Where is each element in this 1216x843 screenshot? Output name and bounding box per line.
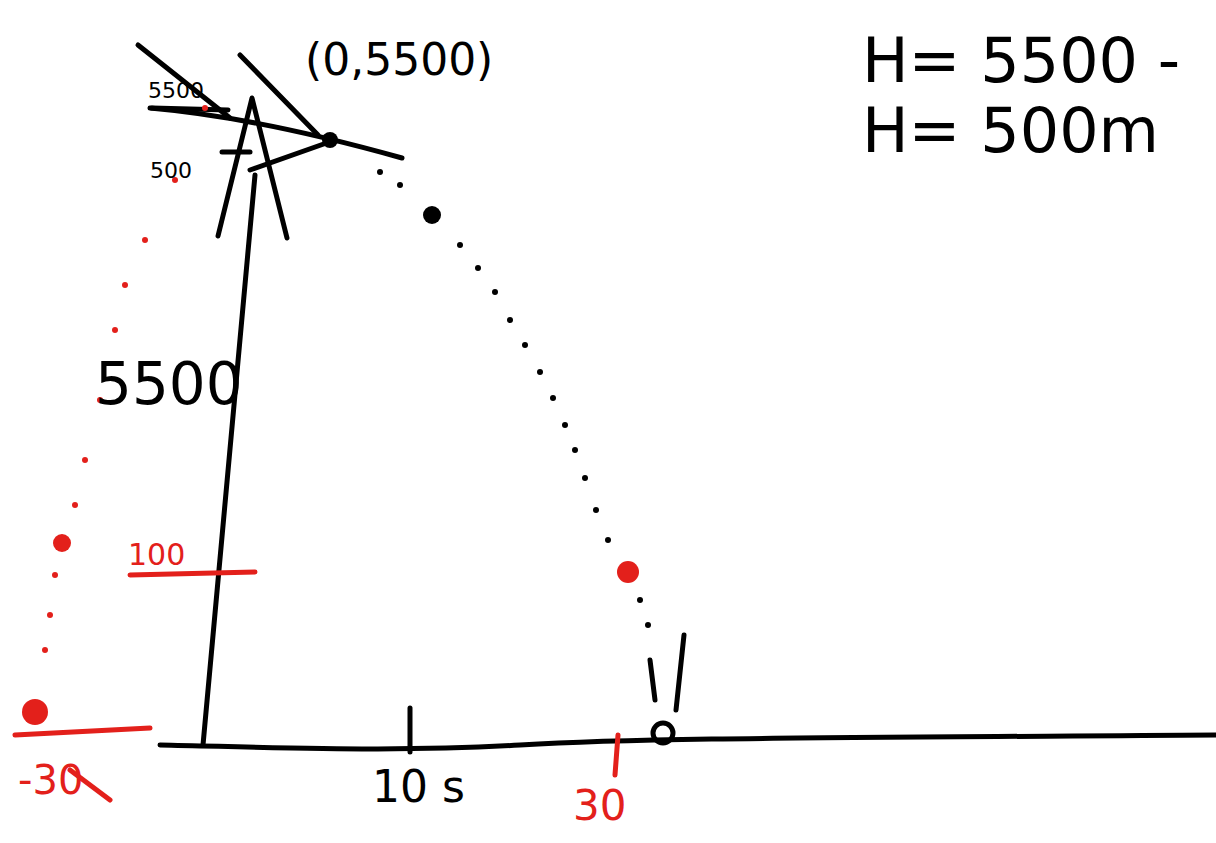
red-tick	[130, 572, 255, 575]
landing-point	[653, 723, 673, 743]
ground-line	[160, 735, 1216, 749]
time-label: 10 s	[372, 765, 465, 809]
equation: H= 5500 -	[862, 30, 1180, 92]
red-cross	[15, 728, 150, 735]
coordinate-label: (0,5500)	[305, 38, 493, 82]
tick	[152, 108, 228, 110]
equation: H= 500m	[862, 100, 1159, 162]
height-label: 5500	[95, 355, 243, 413]
tick	[222, 150, 250, 155]
landing-mark	[650, 635, 684, 710]
height-tick-label: 500	[150, 160, 192, 182]
height-tick-label: 100	[128, 540, 185, 570]
time-label: 30	[573, 785, 626, 827]
cliff-top	[150, 108, 402, 158]
trajectory	[322, 132, 651, 628]
tower-line	[203, 175, 255, 745]
red-trajectory	[22, 105, 639, 725]
height-tick-label: 5500	[148, 80, 204, 102]
stroke	[138, 45, 230, 118]
red-tick	[615, 735, 618, 775]
time-label: -30	[18, 760, 83, 800]
stroke	[250, 140, 335, 170]
tick	[408, 708, 413, 752]
